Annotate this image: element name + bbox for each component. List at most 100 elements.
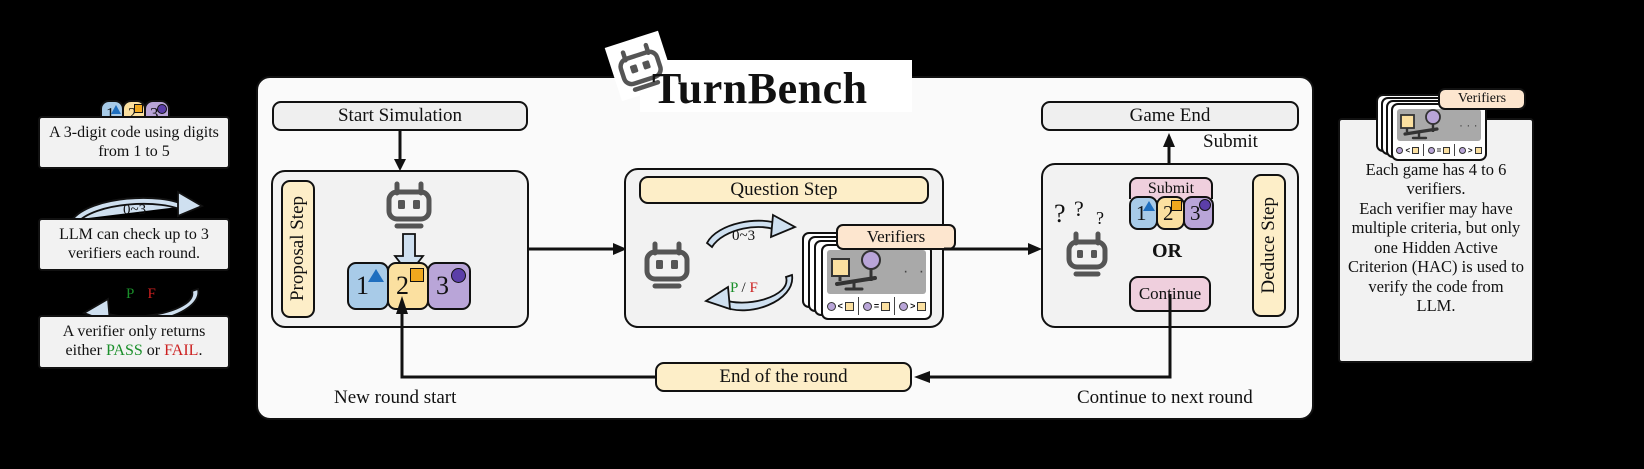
start-simulation-button[interactable]: Start Simulation [272,101,528,131]
deduce-step-label-text: Deduce Step [1258,197,1279,294]
right-note-line: verifiers. [1406,179,1466,199]
robot-logo-icon [604,30,676,102]
right-note-line: verify the code from [1368,276,1504,296]
title-plate [640,60,912,112]
square-icon [1443,146,1451,154]
right-note-line: Each verifier may have [1359,198,1513,218]
continue-button-label: Continue [1138,284,1202,303]
right-verifier-card-stack[interactable]: · · · < = > [1376,88,1526,164]
proposal-tile-1-digit: 1 [356,271,369,300]
verifier-criteria-row: < = > [1393,141,1485,159]
right-note-line: one Hidden Active [1374,237,1498,257]
triangle-icon [111,105,121,114]
ask-arrow-label: 0~3 [732,228,756,244]
balance-scale-icon: · · · [1397,109,1481,141]
deduce-tile-3-digit: 3 [1190,200,1201,225]
deduce-tile-1-digit: 1 [1136,200,1147,225]
fail-word: FAIL [164,342,199,359]
proposal-to-question-arrow [529,243,627,255]
game-end-label: Game End [1129,105,1211,126]
circle-icon [899,301,909,311]
deduce-tile-2: 2 [1156,196,1185,230]
square-icon [1474,146,1482,154]
circle-icon [1427,146,1435,154]
robot-thinking-icon: ? ? ? [1054,196,1108,277]
proposal-code-tiles: 1 2 3 [347,262,471,310]
deduce-step-label[interactable]: Deduce Step [1252,174,1286,317]
question-step-label[interactable]: Question Step [639,176,929,204]
criterion-gt[interactable]: > [1455,146,1485,155]
reply-slash: / [741,280,746,296]
verdict-text-mid: or [142,342,165,359]
proposal-tile-3-digit: 3 [436,271,449,300]
continue-next-round-label: Continue to next round [1077,387,1253,408]
right-note: Each game has 4 to 6 verifiers. Each ver… [1338,118,1534,363]
operator-gt: > [1467,145,1473,155]
operator-gt: > [910,301,916,311]
f-label: F [147,286,156,302]
checks-note: LLM can check up to 3 verifiers each rou… [38,218,230,271]
end-of-round-label: End of the round [719,366,848,387]
deduce-tile-1: 1 [1129,196,1158,230]
start-to-proposal-arrow [394,131,406,171]
proposal-tile-2-digit: 2 [396,271,409,300]
triangle-icon [368,269,384,282]
square-icon [1171,200,1182,211]
verifiers-tab-label: Verifiers [1457,91,1507,106]
right-note-line: Criterion (HAC) is used to [1348,257,1524,277]
verifier-card-stack[interactable]: · · · < = > Verifiers [802,224,956,320]
criterion-gt[interactable]: > [895,301,930,311]
submit-cap-label: Submit [1147,180,1195,197]
criterion-lt[interactable]: < [823,301,858,311]
svg-text:?: ? [1074,196,1084,221]
proposal-tile-3: 3 [427,262,471,310]
criterion-eq[interactable]: = [859,301,894,311]
square-icon [1412,146,1420,154]
operator-eq: = [1436,145,1442,155]
game-end-button[interactable]: Game End [1041,101,1299,131]
endround-to-proposal-path [396,296,655,379]
deduce-code-tiles[interactable]: 1 2 3 [1129,196,1214,230]
circle-icon [1458,146,1466,154]
verifier-criteria-row: < = > [823,294,930,318]
criterion-lt[interactable]: < [1393,146,1423,155]
continue-to-endround-path [914,294,1172,383]
verdict-arrow-p: P F [126,286,156,303]
question-to-deduce-arrow [944,243,1042,255]
criterion-eq[interactable]: = [1424,146,1454,155]
checks-note-text: LLM can check up to 3 verifiers each rou… [59,225,209,262]
svg-text:?: ? [1054,199,1066,228]
right-note-group: Each game has 4 to 6 verifiers. Each ver… [1338,88,1534,363]
svg-text:· · ·: · · · [903,263,932,280]
balance-scale-icon: · · · [827,250,930,294]
verifier-card-front[interactable]: · · · < = > [821,244,932,320]
divider [1422,144,1425,156]
reply-arrow-icon [703,273,793,312]
verifier-card-front[interactable]: · · · < = > [1391,103,1487,161]
circle-icon [1199,199,1211,211]
square-icon [917,301,927,311]
operator-lt: < [837,301,843,311]
svg-text:?: ? [1096,208,1104,228]
deduce-tile-3: 3 [1183,196,1214,230]
question-step-label-text: Question Step [730,179,838,200]
square-icon [410,268,424,282]
end-of-round-button[interactable]: End of the round [655,362,912,392]
proposal-step-label[interactable]: Proposal Step [281,180,315,318]
submit-cap[interactable]: Submit [1129,177,1213,199]
code-tiles-icon: code-tiles-icon1 2 3 [100,100,170,126]
proposal-step-label-text: Proposal Step [287,196,308,302]
right-note-line: Each game has 4 to 6 [1365,160,1507,179]
code-note: A 3-digit code using digits from 1 to 5 [38,116,230,169]
triangle-icon [1143,201,1155,211]
circle-icon [451,268,466,283]
start-simulation-label: Start Simulation [337,105,463,126]
circle-icon [157,104,167,114]
page-title: TurnBench [652,64,868,113]
circle-icon [862,301,872,311]
reply-f: F [749,280,758,296]
checks-arrow-label: 0~3 [123,202,147,218]
verifiers-tab-label: Verifiers [866,227,926,246]
right-note-text: Each game has 4 to 6 verifiers. Each ver… [1346,160,1526,316]
submit-edge-label: Submit [1203,131,1258,152]
